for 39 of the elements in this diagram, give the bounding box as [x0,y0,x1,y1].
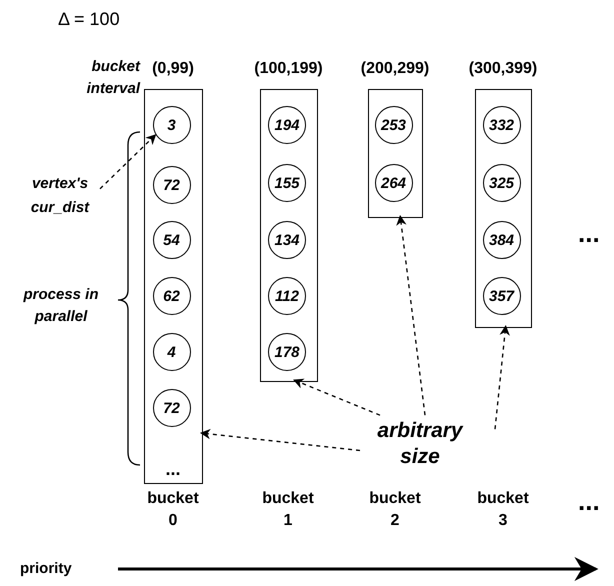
value-circle: 357 [482,277,520,315]
ellipsis: ... [578,490,600,512]
dashed-arrow [293,378,380,416]
value-circle: 134 [268,221,306,259]
interval-heading: (200,299) [360,60,430,78]
value-circle: 332 [482,106,520,144]
value-circle: 194 [268,106,306,144]
annotation-text: arbitrary size [370,418,470,474]
axis-label: priority [20,559,72,579]
annotation-text: vertex's cur_dist [10,172,110,228]
dashed-arrow [200,428,360,452]
bucket-name: bucket 3 [476,489,530,531]
value-circle: 54 [152,221,190,259]
dashed-arrow [396,214,426,416]
value-circle: 62 [152,277,190,315]
interval-heading: (0,99) [152,60,194,78]
ellipsis: ... [578,222,600,244]
dashed-arrow [494,324,510,430]
value-circle: 72 [152,166,190,204]
ellipsis: ... [164,459,182,480]
value-circle: 72 [152,389,190,427]
interval-heading: (100,199) [254,60,323,78]
value-circle: 155 [268,164,306,202]
value-circle: 112 [268,277,306,315]
axis-note: bucket interval [86,57,140,99]
value-circle: 4 [152,333,190,371]
bucket-name: bucket 2 [368,489,422,531]
dashed-arrow [100,134,156,190]
bucket-name: bucket 1 [261,489,315,531]
value-circle: 264 [374,164,412,202]
value-circle: 178 [268,333,306,371]
value-circle: 253 [374,106,412,144]
interval-heading: (300,399) [468,60,538,78]
delta-value: Δ = 100 [58,8,120,30]
bucket-name: bucket 0 [146,489,200,531]
value-circle: 325 [482,164,520,202]
brace-note: process in parallel [22,285,100,327]
value-circle: 384 [482,221,520,259]
value-circle: 3 [152,106,190,144]
